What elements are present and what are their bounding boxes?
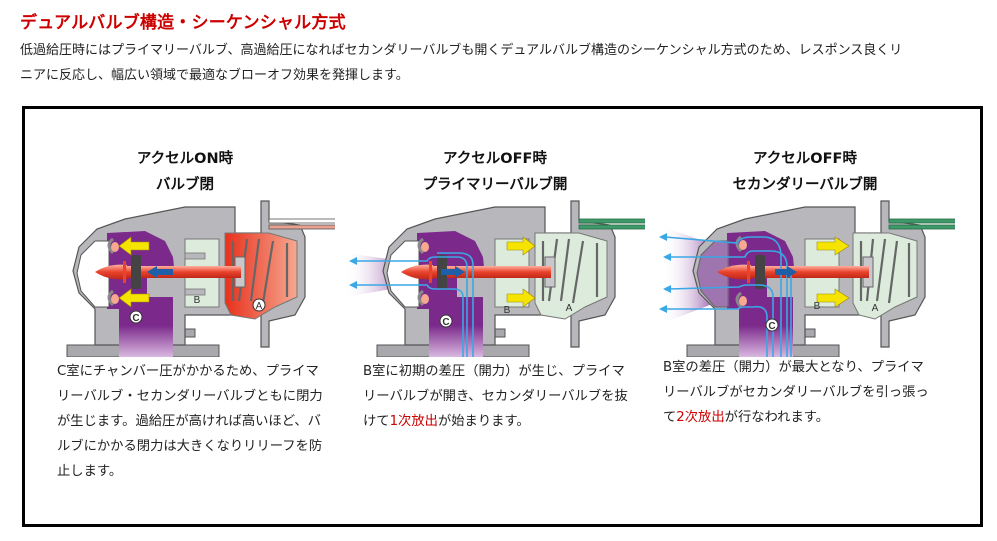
- panel-description: B室に初期の差圧（開力）が生じ、プライマ リーバルブが開き、セカンダリーバルブを…: [363, 359, 653, 434]
- panel-subheading: プライマリーバルブ開: [422, 177, 568, 193]
- valve-closed-diagram: C B A: [66, 200, 335, 357]
- chamber-b-label: B: [194, 295, 201, 306]
- desc-line: が生じます。過給圧が高ければ高いほど、バ: [57, 414, 321, 429]
- desc-line: て2次放出が行なわれます。: [663, 410, 830, 425]
- yellow-arrow-icon: [506, 236, 536, 308]
- chamber-b-label: B: [504, 305, 511, 316]
- panel-heading: アクセルOFF時: [753, 151, 857, 167]
- desc-line: C室にチャンバー圧がかかるため、プライマ: [57, 364, 319, 379]
- valve-primary-open-diagram: C B A: [345, 200, 645, 357]
- airflow-lines: [664, 236, 792, 357]
- desc-line: ルブにかかる閉力は大きくなりリリーフを防: [57, 439, 323, 454]
- intro-line: 低過給圧時にはプライマリーバルブ、高過給圧になればセカンダリーバルブも開くデュア…: [20, 43, 903, 58]
- yellow-arrow-icon: [816, 236, 850, 308]
- page-title: デュアルバルブ構造・シーケンシャル方式: [20, 13, 346, 33]
- highlight-text: 2次放出: [676, 410, 725, 425]
- desc-line: B室の差圧（開力）が最大となり、プライマ: [663, 360, 924, 375]
- blue-arrow-icon: [775, 266, 797, 278]
- desc-line: けて1次放出が始まります。: [363, 414, 530, 429]
- yellow-arrow-icon: [118, 236, 150, 308]
- panel-description: C室にチャンバー圧がかかるため、プライマ リーバルブ・セカンダリーバルブともに閉…: [57, 359, 347, 484]
- panel-description: B室の差圧（開力）が最大となり、プライマ リーバルブがセカンダリーバルブを引っ張…: [663, 355, 953, 430]
- chamber-c-label: C: [132, 313, 139, 324]
- desc-line: 止します。: [57, 464, 123, 479]
- chamber-b-label: B: [814, 301, 821, 312]
- chamber-a-label: A: [256, 301, 263, 312]
- intro-paragraph: 低過給圧時にはプライマリーバルブ、高過給圧になればセカンダリーバルブも開くデュア…: [20, 38, 990, 88]
- chamber-a-label: A: [872, 303, 879, 314]
- chamber-c-label: C: [768, 321, 775, 332]
- panel-subheading: バルブ閉: [156, 177, 214, 193]
- chamber-c-label: C: [442, 317, 449, 328]
- panel-primary-open: アクセルOFF時 プライマリーバルブ開: [345, 109, 645, 524]
- highlight-text: 1次放出: [389, 414, 438, 429]
- desc-line: リーバルブが開き、セカンダリーバルブを抜: [363, 389, 628, 404]
- panel-secondary-open: アクセルOFF時 セカンダリーバルブ開: [655, 109, 955, 524]
- panel-heading: アクセルON時: [136, 151, 234, 167]
- diagram-box: アクセルON時 バルブ閉: [22, 106, 983, 527]
- desc-line: リーバルブ・セカンダリーバルブともに閉力: [57, 389, 323, 404]
- blue-arrow-icon: [441, 266, 465, 278]
- panel-accel-on: アクセルON時 バルブ閉: [35, 109, 335, 524]
- blue-arrow-icon: [147, 266, 173, 278]
- chamber-a-label: A: [566, 303, 573, 314]
- panel-subheading: セカンダリーバルブ開: [732, 177, 878, 193]
- intro-line: ニアに反応し、幅広い領域で最適なブローオフ効果を発揮します。: [20, 68, 409, 83]
- panel-heading: アクセルOFF時: [443, 151, 547, 167]
- valve-secondary-open-diagram: C B A: [659, 200, 955, 357]
- desc-line: リーバルブがセカンダリーバルブを引っ張っ: [663, 385, 929, 400]
- airflow-lines: [355, 252, 474, 357]
- desc-line: B室に初期の差圧（開力）が生じ、プライマ: [363, 364, 625, 379]
